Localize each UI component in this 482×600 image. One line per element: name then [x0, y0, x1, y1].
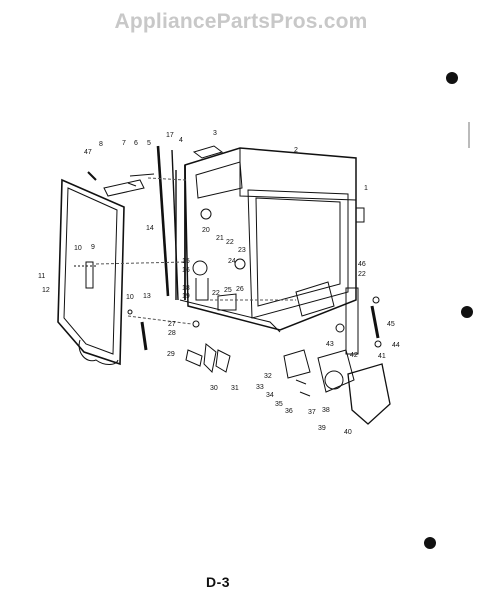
callout-11: 11: [38, 273, 45, 280]
callout-8: 8: [99, 141, 103, 148]
callout-43: 43: [326, 341, 334, 348]
callout-33: 33: [256, 384, 264, 391]
callout-18: 18: [182, 285, 190, 292]
callout-3: 3: [213, 130, 217, 137]
callout-1: 1: [364, 185, 368, 192]
callout-37: 37: [308, 409, 316, 416]
callout-27: 27: [168, 321, 176, 328]
callout-28: 28: [168, 330, 176, 337]
callout-41: 41: [378, 353, 386, 360]
callout-23: 23: [238, 247, 246, 254]
binder-hole-bottom: [424, 537, 436, 549]
watermark-text: AppliancePartsPros.com: [114, 10, 368, 33]
center-components: [192, 208, 246, 311]
pump-assembly: [283, 349, 391, 425]
callout-42: 42: [350, 352, 358, 359]
callout-19: 19: [182, 293, 190, 300]
callout-9: 9: [91, 244, 95, 251]
callout-24: 24: [228, 258, 236, 265]
callout-38: 38: [322, 407, 330, 414]
binder-hole-top: [446, 72, 458, 84]
callout-13: 13: [143, 293, 151, 300]
callout-36: 36: [285, 408, 293, 415]
callout-22b: 22: [212, 290, 220, 297]
callout-20: 20: [202, 227, 210, 234]
callout-26: 26: [236, 286, 244, 293]
callout-17: 17: [166, 132, 174, 139]
callout-10a: 10: [74, 245, 82, 252]
callout-44: 44: [392, 342, 400, 349]
page-label: D-3: [206, 574, 231, 590]
callout-45: 45: [387, 321, 395, 328]
callout-35: 35: [275, 401, 283, 408]
callout-21: 21: [216, 235, 224, 242]
side-rail: [156, 145, 179, 301]
callout-34: 34: [266, 392, 274, 399]
callout-labels: 47 8 7 6 5 17 4 3 2 1 14 20 21 22 23 24 …: [38, 130, 400, 436]
callout-25: 25: [224, 287, 232, 294]
callout-31: 31: [231, 385, 239, 392]
binder-hole-middle: [461, 306, 473, 318]
callout-29: 29: [167, 351, 175, 358]
callout-10b: 10: [126, 294, 134, 301]
right-bracket-parts: [295, 207, 382, 355]
tub-frame: [175, 147, 357, 333]
callout-2: 2: [294, 147, 298, 154]
lower-latch-parts: [127, 309, 231, 374]
callout-16: 16: [182, 267, 190, 274]
callout-15: 15: [182, 258, 190, 265]
callout-47: 47: [84, 149, 92, 156]
callout-30: 30: [210, 385, 218, 392]
callout-39: 39: [318, 425, 326, 432]
callout-12: 12: [42, 287, 50, 294]
callout-14: 14: [146, 225, 154, 232]
callout-40: 40: [344, 429, 352, 436]
callout-22c: 22: [358, 271, 366, 278]
top-hinge-assembly: [87, 145, 224, 197]
callout-32: 32: [264, 373, 272, 380]
callout-6: 6: [134, 140, 138, 147]
callout-5: 5: [147, 140, 151, 147]
callout-4: 4: [179, 137, 183, 144]
callout-7: 7: [122, 140, 126, 147]
guide-lines: [95, 177, 296, 325]
callout-46: 46: [358, 261, 366, 268]
outer-door-panel: [57, 178, 125, 366]
callout-22a: 22: [226, 239, 234, 246]
